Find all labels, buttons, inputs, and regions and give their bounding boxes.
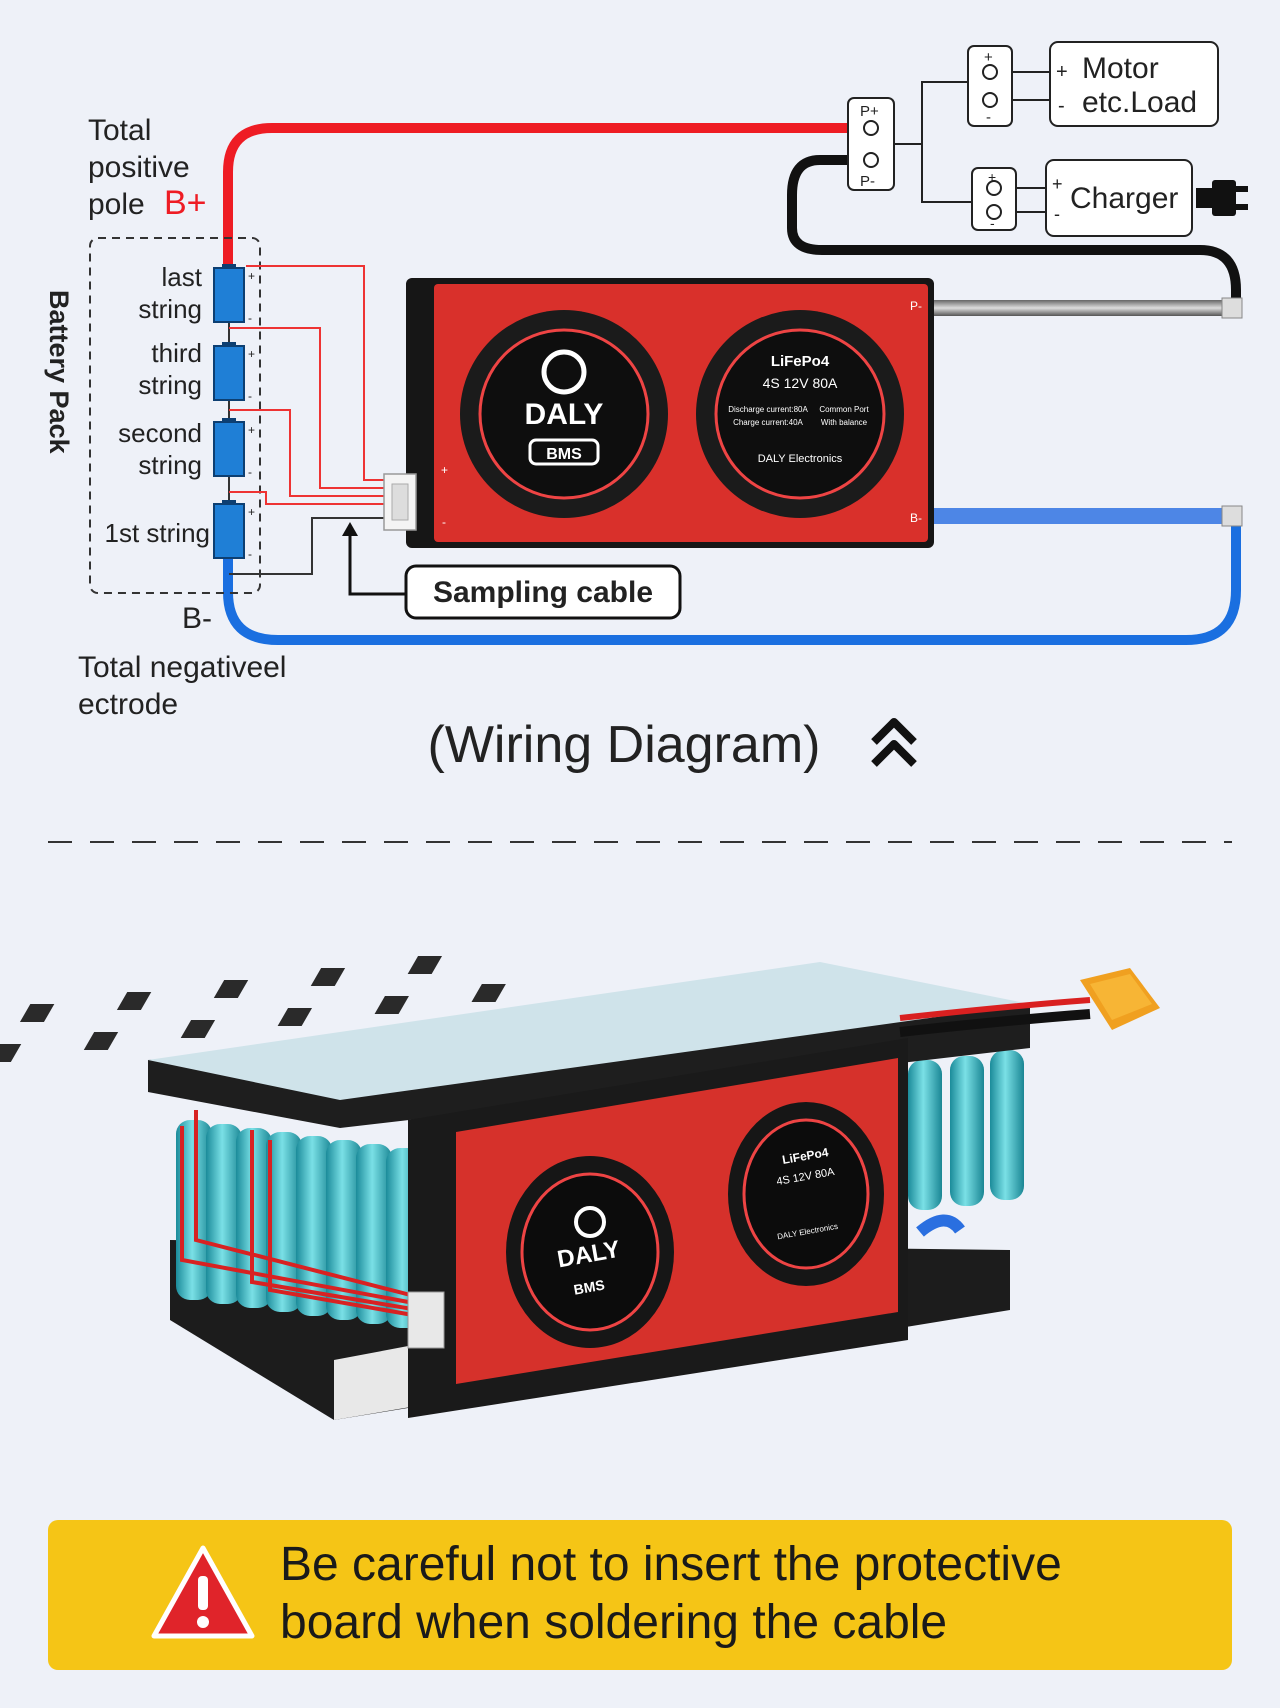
bms-spec: 4S 12V 80A [763, 375, 838, 391]
minus-mark: - [1058, 95, 1065, 117]
fan-right [696, 310, 904, 518]
sampling-cable-label: Sampling cable [433, 576, 653, 609]
negative-label: ectrode [78, 688, 178, 721]
cell-third [213, 345, 245, 401]
warning-line: Be careful not to insert the protective [280, 1538, 1062, 1591]
p-minus-rod [934, 300, 1234, 316]
sampling-cable-callout: Sampling cable [342, 522, 682, 620]
bms-minus: - [442, 515, 446, 529]
bms-sub-brand: BMS [572, 1276, 605, 1297]
minus-mark: - [1054, 204, 1060, 224]
cell-first [213, 503, 245, 559]
string-label: second [118, 418, 202, 448]
bms-balance: With balance [821, 418, 868, 427]
bms-charge: Charge current:40A [733, 418, 803, 427]
chevron-up-icon [871, 718, 917, 767]
plug-icon [1196, 180, 1248, 216]
battery-pack-outline [89, 237, 261, 594]
string-label: string [138, 450, 202, 480]
negative-symbol: B- [182, 602, 212, 635]
charger-label: Charger [1070, 182, 1178, 215]
load-label: Motor [1082, 52, 1159, 85]
b-minus-rod [934, 508, 1234, 524]
p-minus-wire [787, 155, 1241, 310]
p-plus-label: P+ [860, 103, 879, 120]
output-port: P+ P- [847, 97, 895, 191]
minus-mark: - [990, 215, 995, 231]
xt60-connector-icon [1080, 968, 1160, 1030]
warning-icon [151, 1545, 255, 1639]
cell-plus-mark: + [248, 505, 255, 519]
cell-plus-mark: + [248, 347, 255, 361]
charger-box: + - Charger [1045, 159, 1193, 237]
cell-plus-mark: + [248, 269, 255, 283]
string-label: string [138, 370, 202, 400]
cell-minus-mark: - [248, 465, 252, 479]
diagram-caption: (Wiring Diagram) [428, 716, 821, 774]
positive-label: pole [88, 188, 145, 221]
battery-pack-title: Battery Pack [44, 290, 74, 455]
cell-second [213, 421, 245, 477]
bms-sub-brand: BMS [546, 446, 582, 463]
load-box: + - Motor etc.Load [1049, 41, 1219, 127]
bms-maker: DALY Electronics [758, 453, 843, 465]
bms-plus: + [441, 463, 448, 477]
warning-text: Be careful not to insert the protective … [280, 1536, 1200, 1652]
bms-discharge: Discharge current:80A [728, 405, 808, 414]
bms-p-terminal: P- [910, 299, 922, 313]
daly-logo: DALY BMS [525, 349, 604, 466]
bms-board: DALY BMS LiFePo4 4S 12V 80A Discharge cu… [383, 278, 1243, 548]
bms-b-terminal: B- [910, 511, 922, 525]
bms-port: Common Port [819, 405, 869, 414]
battery-pack-illustration: DALY BMS LiFePo4 4S 12V 80A DALY Electro… [0, 956, 1160, 1420]
cell-minus-mark: - [248, 311, 252, 325]
cells [213, 264, 245, 559]
plus-mark: + [1052, 174, 1063, 194]
charger-connector: + - [971, 167, 1046, 231]
cell-minus-mark: - [248, 389, 252, 403]
string-label: last [162, 262, 203, 292]
warning-banner: Be careful not to insert the protective … [48, 1520, 1232, 1670]
p-minus-label: P- [860, 173, 875, 190]
cell-minus-mark: - [248, 547, 252, 561]
cell-last [213, 267, 245, 323]
positive-wire [223, 123, 860, 268]
positive-symbol: B+ [164, 184, 207, 222]
plus-mark: + [988, 169, 996, 185]
warning-line: board when soldering the cable [280, 1596, 948, 1649]
string-label: 1st string [105, 518, 211, 548]
string-label: string [138, 294, 202, 324]
load-label: etc.Load [1082, 86, 1197, 119]
bms-brand: DALY [525, 398, 604, 431]
negative-label: Total negativeel [78, 651, 286, 684]
bms-chem: LiFePo4 [771, 353, 830, 370]
minus-mark: - [986, 109, 991, 126]
sampling-wires [229, 265, 384, 575]
plus-mark: + [984, 49, 993, 66]
fan-left [460, 310, 668, 518]
positive-label: positive [88, 151, 190, 184]
plus-mark: + [1056, 61, 1068, 83]
positive-label: Total [88, 114, 151, 147]
string-label: third [151, 338, 202, 368]
load-connector: + - [967, 45, 1050, 127]
negative-wire [223, 520, 1241, 645]
cell-plus-mark: + [248, 423, 255, 437]
